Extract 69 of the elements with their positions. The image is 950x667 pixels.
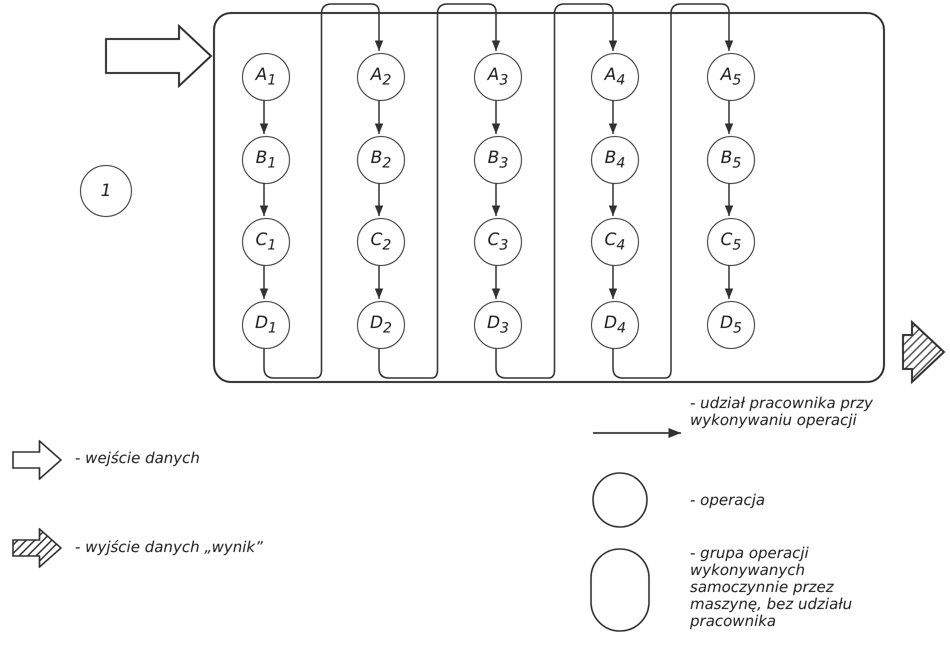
operation-label: B$_{2}$ [370, 148, 392, 172]
arrow [263, 3, 384, 379]
operation-label: B$_{1}$ [256, 148, 276, 172]
legend-text: - operacja [690, 492, 766, 509]
operation-circle [357, 218, 405, 266]
legend-text: - wyjście danych „wynik” [75, 539, 264, 556]
operation-label: C$_{4}$ [604, 230, 626, 254]
operation-circle [242, 218, 290, 266]
operation-label: B$_{5}$ [720, 148, 742, 172]
operation-label: A$_{2}$ [370, 65, 392, 89]
arrow [724, 264, 734, 299]
arrow [608, 99, 618, 134]
operation-circle [591, 136, 639, 184]
arrow [378, 3, 500, 379]
arrow [260, 99, 268, 134]
operation-circle [707, 136, 755, 184]
input-block-arrow [105, 24, 212, 88]
operation-label: B$_{3}$ [488, 148, 508, 172]
operation-label: C$_{1}$ [256, 230, 276, 254]
operation-circle [707, 301, 755, 349]
operation-label: D$_{3}$ [486, 313, 510, 337]
operation-circle [591, 218, 639, 266]
operation-label: D$_{4}$ [604, 313, 626, 337]
arrow [260, 182, 268, 216]
operation-circle [591, 53, 639, 101]
arrow [374, 182, 384, 216]
operation-label: A$_{1}$ [256, 65, 276, 89]
operation-label: D$_{2}$ [370, 313, 392, 337]
arrow [724, 182, 734, 216]
legend-text: - udział pracownika przy wykonywaniu operacji [690, 395, 874, 429]
operation-label: C$_{5}$ [720, 230, 742, 254]
operation-circle [357, 136, 405, 184]
arrow [492, 99, 500, 134]
arrow [492, 264, 500, 299]
operation-label: C$_{2}$ [370, 230, 392, 254]
arrow [608, 182, 618, 216]
arrow [492, 182, 500, 216]
operation-label: D$_{1}$ [254, 313, 278, 337]
machine-group-frame [213, 12, 885, 383]
operation-circle [474, 301, 522, 349]
arrow [495, 3, 618, 379]
operation-circle [242, 301, 290, 349]
operation-circle [474, 53, 522, 101]
operation-circle [474, 136, 522, 184]
operation-label: A$_{3}$ [488, 65, 508, 89]
operation-circle [242, 53, 290, 101]
operation-label: B$_{4}$ [604, 148, 626, 172]
operation-circle [474, 218, 522, 266]
operation-circle [357, 53, 405, 101]
arrow [260, 264, 268, 299]
operation-circle [80, 165, 132, 217]
legend-text: - wejście danych [75, 450, 201, 467]
operation-circle [707, 218, 755, 266]
arrow [724, 99, 734, 134]
operation-label: A$_{5}$ [720, 65, 742, 89]
output-block-arrow [902, 320, 946, 384]
arrow [374, 99, 384, 134]
operation-circle [591, 301, 639, 349]
operation-label: D$_{5}$ [720, 313, 742, 337]
arrow [608, 264, 618, 299]
operation-label: A$_{4}$ [604, 65, 626, 89]
operation-circle [242, 136, 290, 184]
figure-number: 1 [100, 181, 112, 201]
legend-text: - grupa operacji wykonywanych samoczynnie przez maszynę, bez udziału pracownika [690, 545, 854, 630]
operation-circle [707, 53, 755, 101]
operation-circle [357, 301, 405, 349]
operation-label: C$_{3}$ [488, 230, 508, 254]
arrow [374, 264, 384, 299]
arrow [612, 3, 734, 379]
